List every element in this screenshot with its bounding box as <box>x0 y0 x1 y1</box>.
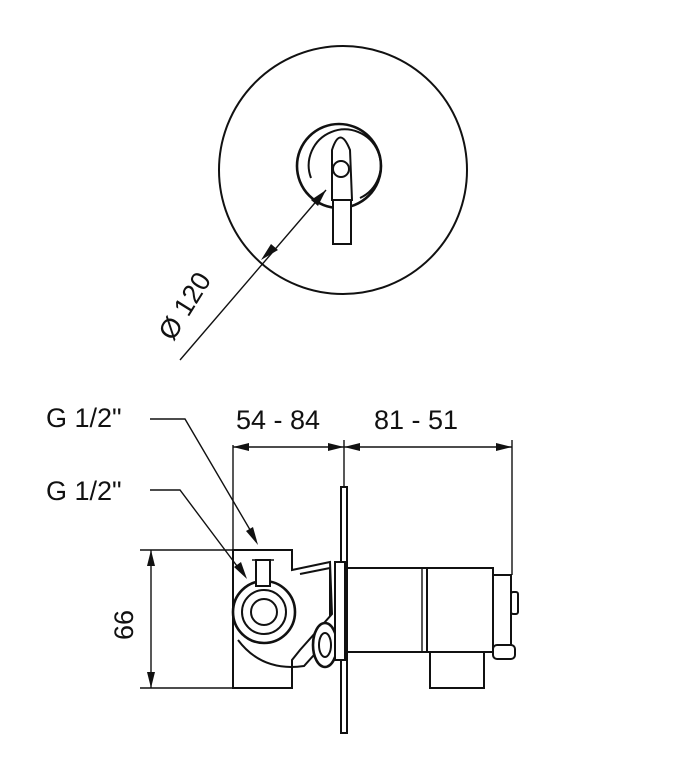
cartridge-body <box>346 567 428 653</box>
top-connection-label: G 1/2" <box>46 403 122 433</box>
inlet-fitting-inner <box>250 598 278 626</box>
diameter-label: Ø 120 <box>153 267 217 345</box>
lever-stem <box>332 199 352 245</box>
top-nipple <box>255 559 271 587</box>
inlet-fitting-mid <box>241 589 287 635</box>
diameter-dimension: Ø 120 <box>153 189 327 361</box>
handle-boss-inner <box>307 128 382 199</box>
handle-cylinder <box>426 567 494 653</box>
cover-plate-outline <box>218 45 468 295</box>
depth-range-right-label: 81 - 51 <box>374 405 458 435</box>
connection-callouts: G 1/2" G 1/2" <box>46 403 258 579</box>
top-connection-arrowhead <box>246 527 258 545</box>
height-label: 66 <box>109 610 139 640</box>
handle-lower-block <box>429 651 485 689</box>
plate-sleeve <box>334 561 346 661</box>
side-connection-label: G 1/2" <box>46 476 122 506</box>
lower-elbow <box>237 639 323 668</box>
diameter-arrowhead <box>311 190 326 206</box>
height-dimension: 66 <box>109 549 233 689</box>
outlet-fitting <box>311 621 339 669</box>
depth-range-left-label: 54 - 84 <box>236 405 320 435</box>
diameter-arrowhead-outer <box>261 244 278 260</box>
front-view <box>218 45 468 295</box>
end-cap <box>492 574 512 648</box>
lever-handle <box>331 136 354 201</box>
depth-dimensions: 54 - 84 81 - 51 <box>232 405 513 575</box>
side-view <box>231 486 519 734</box>
lever-pivot <box>332 160 350 178</box>
side-connection-arrowhead <box>234 562 247 579</box>
